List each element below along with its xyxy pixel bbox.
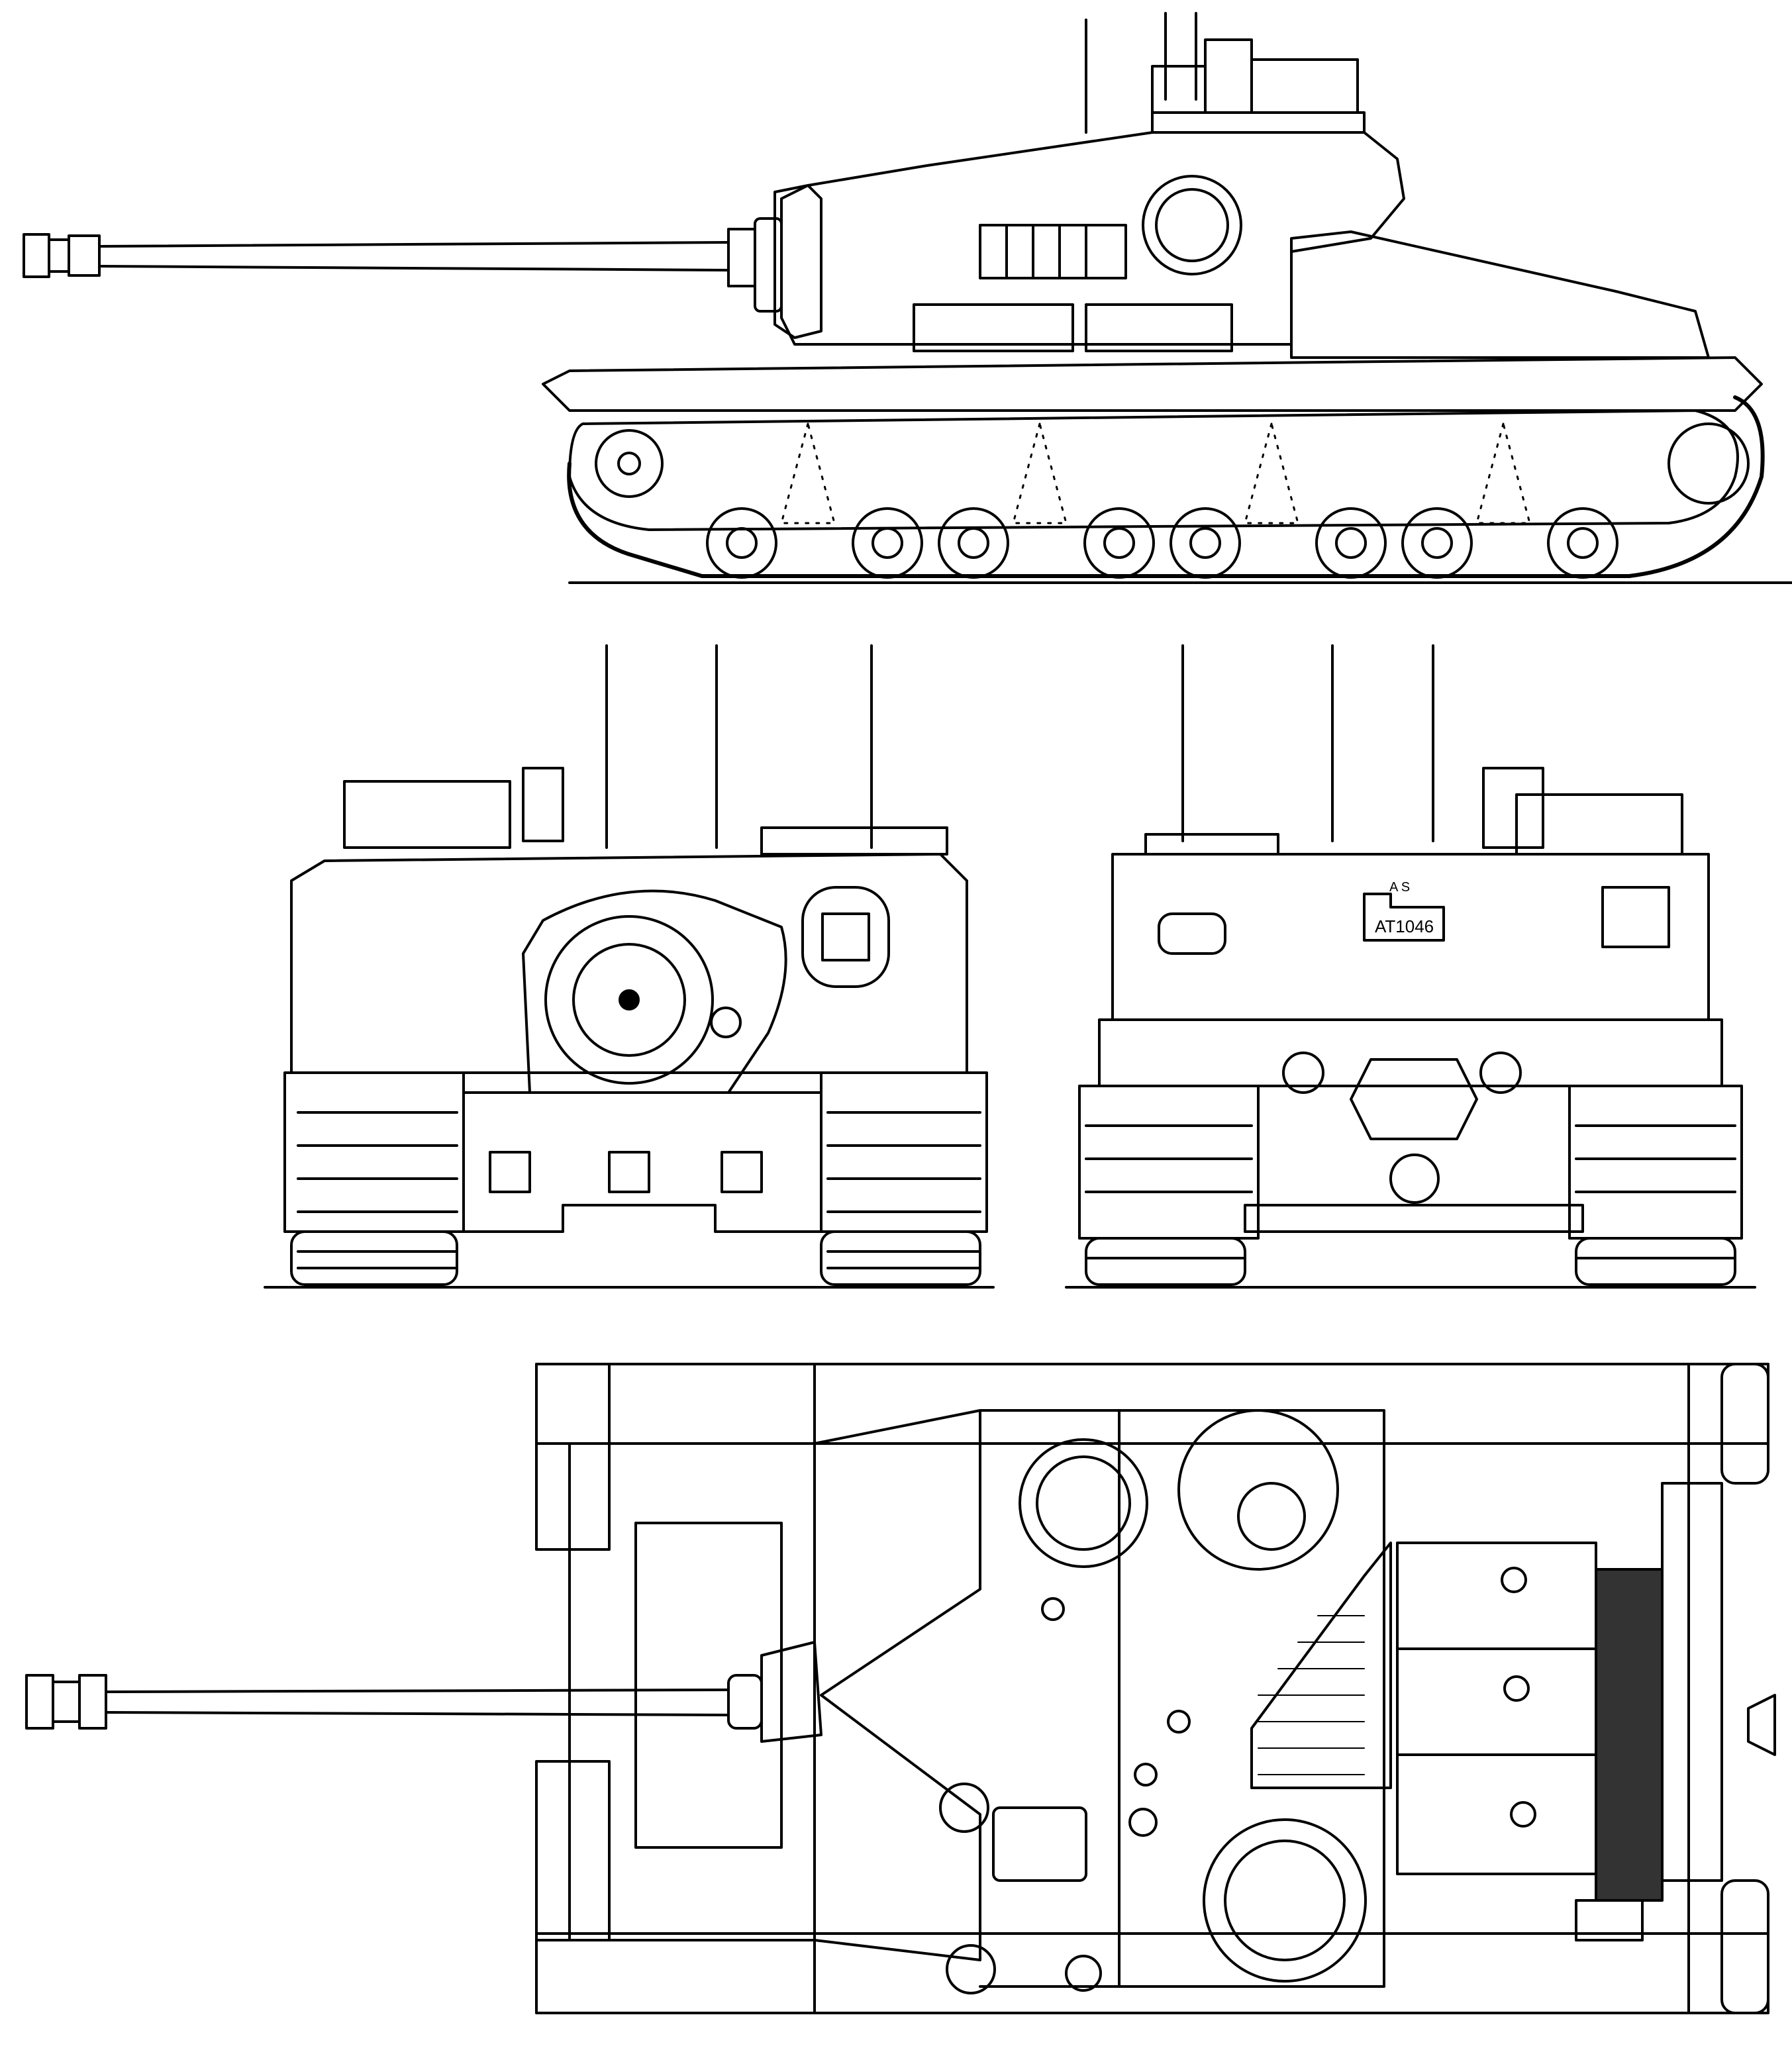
road-wheels xyxy=(706,507,1618,579)
rear-plate-small: A S xyxy=(1389,880,1410,895)
gun-barrel xyxy=(23,217,783,313)
drive-sprocket-hub xyxy=(617,452,641,475)
driver-hatch-inner xyxy=(821,912,870,961)
rear-hull-bottom xyxy=(1244,1204,1584,1233)
right-track-front xyxy=(820,1071,988,1286)
rear-idler xyxy=(1668,422,1750,505)
engine-grille xyxy=(1250,1542,1392,1789)
stowage-racks xyxy=(913,224,1233,352)
right-track-top xyxy=(535,1932,1769,2014)
front-lower-hull xyxy=(462,1091,822,1233)
superstructure xyxy=(780,131,1405,346)
hull-top xyxy=(568,1363,1690,2014)
rear-roof-box xyxy=(1144,833,1279,856)
rear-light-left xyxy=(1282,1052,1324,1094)
mantlet-outline xyxy=(522,889,787,1094)
gun-bore xyxy=(619,989,640,1010)
hull-side-skirt xyxy=(568,409,1739,531)
front-wedge xyxy=(813,1409,981,1961)
loader-hatch xyxy=(1019,1438,1148,1568)
rear-cupola xyxy=(1482,767,1544,849)
rear-view: AT1046 A S xyxy=(1065,644,1756,1289)
commander-hatch xyxy=(1177,1409,1339,1571)
rear-left-fitting xyxy=(1158,912,1226,955)
rear-right-box xyxy=(1601,886,1670,948)
cupola-front xyxy=(343,780,511,849)
rear-mid-hull xyxy=(1098,1018,1723,1087)
mantlet-top xyxy=(760,1641,822,1743)
coax-port xyxy=(710,1006,742,1038)
driver-hatch xyxy=(801,886,890,988)
rear-plate xyxy=(1363,893,1445,942)
rear-upper-hull xyxy=(1111,853,1710,1021)
front-upper-hull xyxy=(290,853,968,1074)
right-front-box xyxy=(535,1760,611,1941)
track-end-front-right xyxy=(1720,1879,1769,2014)
right-track-rear xyxy=(1568,1085,1743,1286)
side-hatch-inner xyxy=(1155,188,1229,262)
rear-hull-top xyxy=(1661,1482,1723,1882)
rear-plate-code: AT1046 xyxy=(1375,916,1434,936)
exhaust-vent xyxy=(1575,1899,1644,1941)
rear-tow-hook xyxy=(1747,1694,1776,1756)
loader-hatch-inner xyxy=(1036,1455,1131,1551)
top-gun-barrel xyxy=(25,1674,763,1730)
rear-deck xyxy=(1290,230,1710,359)
periscope-block xyxy=(522,767,564,842)
rear-lower-hull xyxy=(1257,1085,1571,1206)
commander-cupola xyxy=(1151,38,1366,134)
rear-turret-box xyxy=(1515,793,1683,856)
vision-ports xyxy=(939,1597,1191,1994)
top-view xyxy=(25,1363,1776,2014)
gun-mantlet-ring xyxy=(572,943,686,1057)
gunner-hatch xyxy=(1203,1818,1367,1983)
track-end-front-left xyxy=(1720,1363,1769,1485)
gun-mantlet xyxy=(773,184,822,339)
rear-tow-pintle xyxy=(1389,1153,1440,1204)
left-track-top xyxy=(535,1363,1769,1445)
gun-mantlet xyxy=(544,915,714,1085)
hull-upper xyxy=(542,356,1763,412)
commander-hatch-inner xyxy=(1237,1482,1306,1551)
gunner-hatch-inner xyxy=(1224,1839,1346,1961)
rear-light-right xyxy=(1479,1052,1522,1094)
deck-fittings xyxy=(1501,1567,1536,1828)
side-hatch xyxy=(1142,175,1242,275)
left-track-rear xyxy=(1078,1085,1260,1286)
front-view xyxy=(264,644,995,1289)
engine-deck xyxy=(1396,1542,1597,1875)
hull-hatch xyxy=(992,1806,1087,1882)
front-equipment-panel xyxy=(634,1522,783,1849)
grille-bars xyxy=(1258,1615,1365,1775)
left-front-box xyxy=(535,1363,611,1551)
drive-sprocket xyxy=(595,429,664,498)
radiator xyxy=(1595,1568,1664,1902)
left-track-front xyxy=(283,1071,465,1286)
skirt-rivets xyxy=(780,422,1531,524)
side-view xyxy=(23,12,1792,584)
fighting-compartment xyxy=(979,1409,1120,1988)
track xyxy=(567,395,1765,578)
towing-brackets xyxy=(489,1151,763,1193)
roof-equipment xyxy=(760,826,948,856)
rear-center-plate xyxy=(1350,1058,1478,1140)
